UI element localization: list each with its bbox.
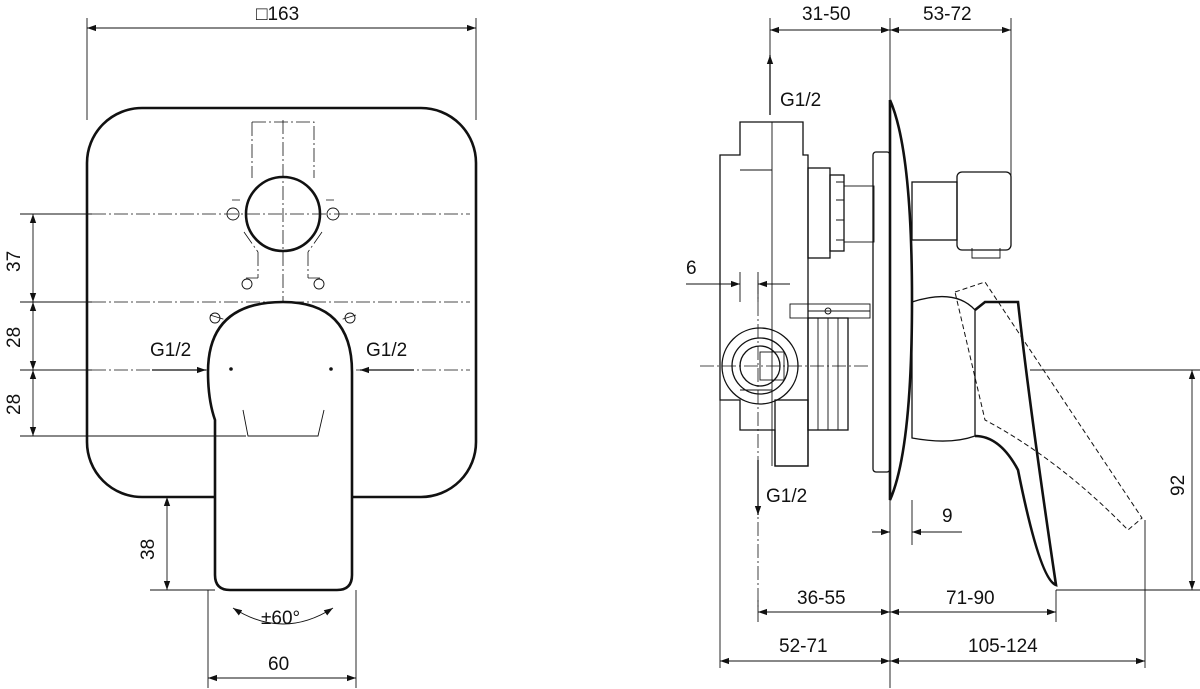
lever-notch <box>242 409 325 437</box>
rotation-label: ±60° <box>261 608 300 629</box>
hidden-body-outline <box>209 121 357 321</box>
mount-hole <box>241 278 253 290</box>
screw-dot <box>229 367 233 371</box>
cartridge-stem <box>843 185 875 243</box>
cover-plate-side <box>872 151 891 473</box>
rotation-arc <box>232 607 334 625</box>
dim-53-72-label: 53-72 <box>923 4 972 25</box>
inlet-right-label: G1/2 <box>366 340 407 361</box>
dim-37-label: 37 <box>4 251 25 272</box>
union-upper-detail <box>836 181 844 241</box>
plate-size-label: □163 <box>256 4 299 25</box>
valve-body-inner <box>740 122 773 466</box>
side-view: G1/2 G1/2 31-50 53-72 6 9 92 <box>686 4 1200 688</box>
mount-hole <box>326 207 340 221</box>
mount-hole <box>209 312 221 324</box>
lower-body-detail <box>817 318 839 430</box>
dim-60-label: 60 <box>268 654 289 675</box>
dim-105-124-label: 105-124 <box>968 636 1038 657</box>
spout-head-detail <box>971 248 1001 259</box>
front-view: G1/2 G1/2 □163 37 28 28 38 ±60° 60 <box>4 4 478 688</box>
outlet-top-label: G1/2 <box>780 90 821 111</box>
dim-52-71-label: 52-71 <box>779 636 828 657</box>
valve-body <box>719 121 809 467</box>
cover-plate-curve <box>888 99 914 501</box>
mount-hole <box>313 278 325 290</box>
mount-hole <box>344 312 356 324</box>
dim-38-label: 38 <box>138 539 159 560</box>
dim-28-lower-label: 28 <box>4 394 25 415</box>
outlet-port-circle <box>244 175 322 253</box>
mount-hole <box>226 207 240 221</box>
outlet-bottom-label: G1/2 <box>766 486 807 507</box>
lever-handle <box>206 300 354 592</box>
dim-71-90-label: 71-90 <box>946 588 995 609</box>
dim-31-50-label: 31-50 <box>802 4 851 25</box>
lower-fitting <box>774 399 809 467</box>
spout-head <box>956 171 1012 251</box>
inlet-left-label: G1/2 <box>150 340 191 361</box>
dim-92-label: 92 <box>1168 475 1189 496</box>
lever-side-body <box>911 296 976 442</box>
lever-rotated-outline <box>954 281 1143 531</box>
dim-28-upper-label: 28 <box>4 327 25 348</box>
spout-body <box>911 181 958 241</box>
dim-36-55-label: 36-55 <box>797 588 846 609</box>
dim-9-label: 9 <box>942 506 953 527</box>
rail-screw <box>824 307 832 315</box>
screw-dot <box>329 367 333 371</box>
dim-6-label: 6 <box>686 258 697 279</box>
lever-side-arm <box>974 300 1058 587</box>
union-upper <box>807 167 831 259</box>
